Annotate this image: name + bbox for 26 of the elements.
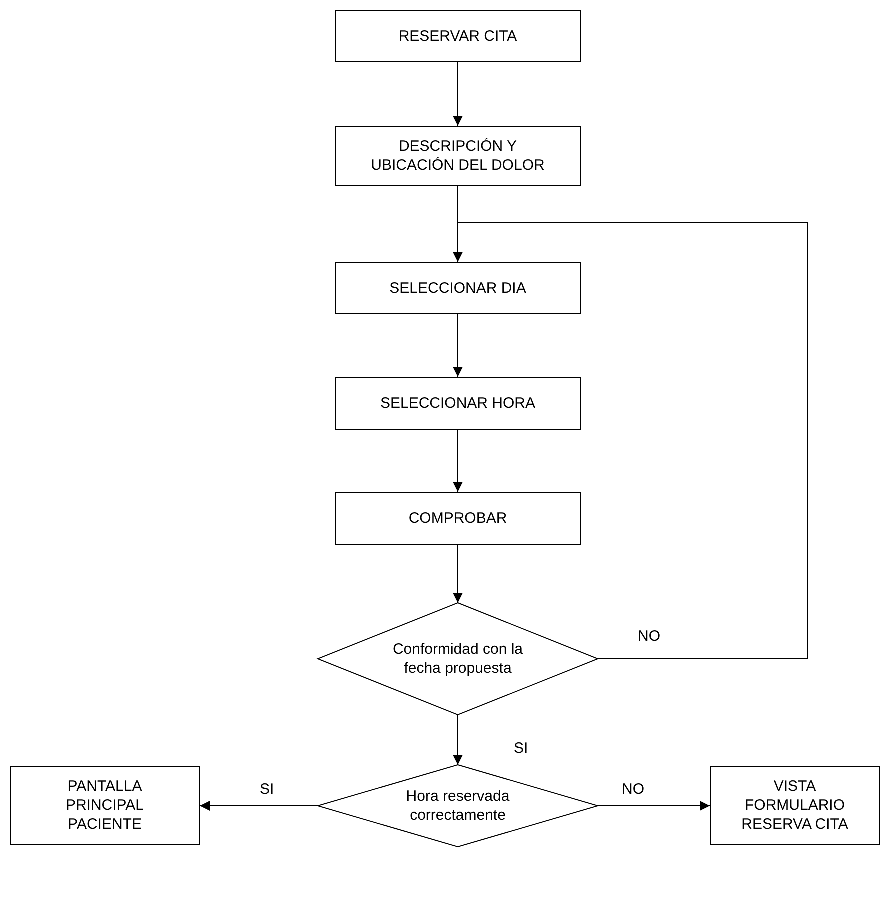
- arrow: [453, 314, 463, 378]
- arrow: [598, 801, 710, 811]
- arrow: [453, 714, 463, 766]
- process-box: [335, 10, 581, 62]
- decision-diamond: [318, 765, 598, 847]
- process-box: [10, 766, 200, 845]
- process-box: [335, 126, 581, 186]
- node-label: SELECCIONAR DIA: [390, 278, 526, 298]
- node-label: COMPROBAR: [408, 509, 508, 528]
- arrow: [453, 544, 463, 604]
- process-box: [335, 262, 581, 314]
- node-label: RESERVAR CITA: [398, 26, 518, 46]
- node-label: SELECCIONAR HORA: [380, 394, 536, 413]
- arrow: [200, 801, 318, 811]
- arrow: [453, 430, 463, 492]
- node-label: PANTALLA PRINCIPAL PACIENTE: [64, 777, 146, 834]
- node-label: DESCRIPCIÓN Y UBICACIÓN DEL DOLOR: [370, 137, 546, 175]
- decision-diamond: [318, 603, 598, 715]
- process-box: [335, 377, 581, 430]
- node-label: Hora reservada correctamente: [405, 787, 511, 825]
- node-label: VISTA FORMULARIO RESERVA CITA: [740, 777, 850, 834]
- process-box: [710, 766, 880, 845]
- arrow: [453, 62, 463, 126]
- node-label: Conformidad con la fecha propuesta: [392, 640, 524, 678]
- process-box: [335, 492, 581, 545]
- arrow: [453, 222, 808, 660]
